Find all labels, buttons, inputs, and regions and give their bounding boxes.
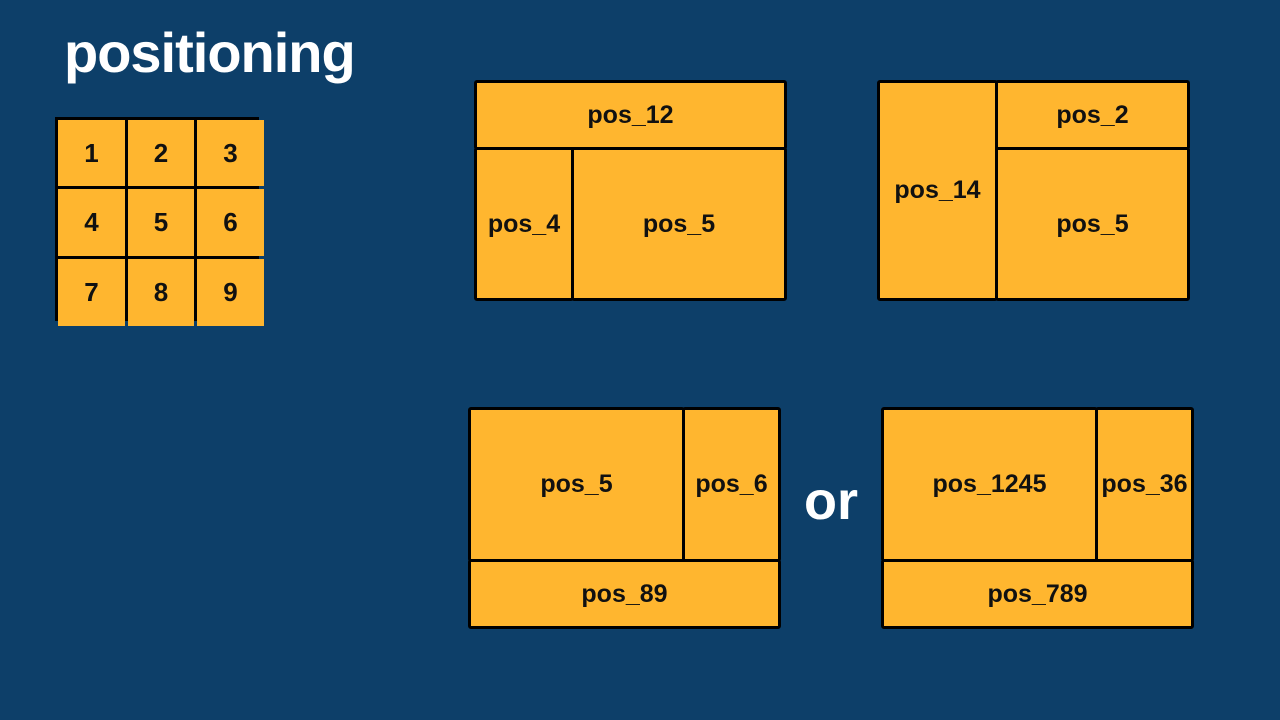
layout-b-top-panel: pos_2 [995, 80, 1190, 150]
layout-c-side-panel: pos_6 [682, 407, 781, 562]
layout-a-top-panel: pos_12 [474, 80, 787, 150]
layout-d-main-panel: pos_1245 [881, 407, 1098, 562]
grid-cell-1: 1 [58, 120, 125, 186]
position-grid: 1 2 3 4 5 6 7 8 9 [55, 117, 264, 326]
layout-b-left-panel: pos_14 [877, 80, 998, 301]
grid-cell-4: 4 [58, 189, 125, 256]
grid-cell-6: 6 [197, 189, 264, 256]
layout-c-bottom-panel: pos_89 [468, 559, 781, 629]
layout-b-bottom-panel: pos_5 [995, 147, 1190, 301]
layout-c-main-panel: pos_5 [468, 407, 685, 562]
grid-cell-9: 9 [197, 259, 264, 326]
layout-a-left-panel: pos_4 [474, 147, 574, 301]
layout-d-side-panel: pos_36 [1095, 407, 1194, 562]
grid-cell-3: 3 [197, 120, 264, 186]
grid-cell-5: 5 [128, 189, 194, 256]
page-title: positioning [64, 21, 356, 84]
grid-cell-7: 7 [58, 259, 125, 326]
layout-a-right-panel: pos_5 [571, 147, 787, 301]
grid-cell-8: 8 [128, 259, 194, 326]
or-separator: or [804, 471, 858, 531]
grid-cell-2: 2 [128, 120, 194, 186]
layout-d-bottom-panel: pos_789 [881, 559, 1194, 629]
